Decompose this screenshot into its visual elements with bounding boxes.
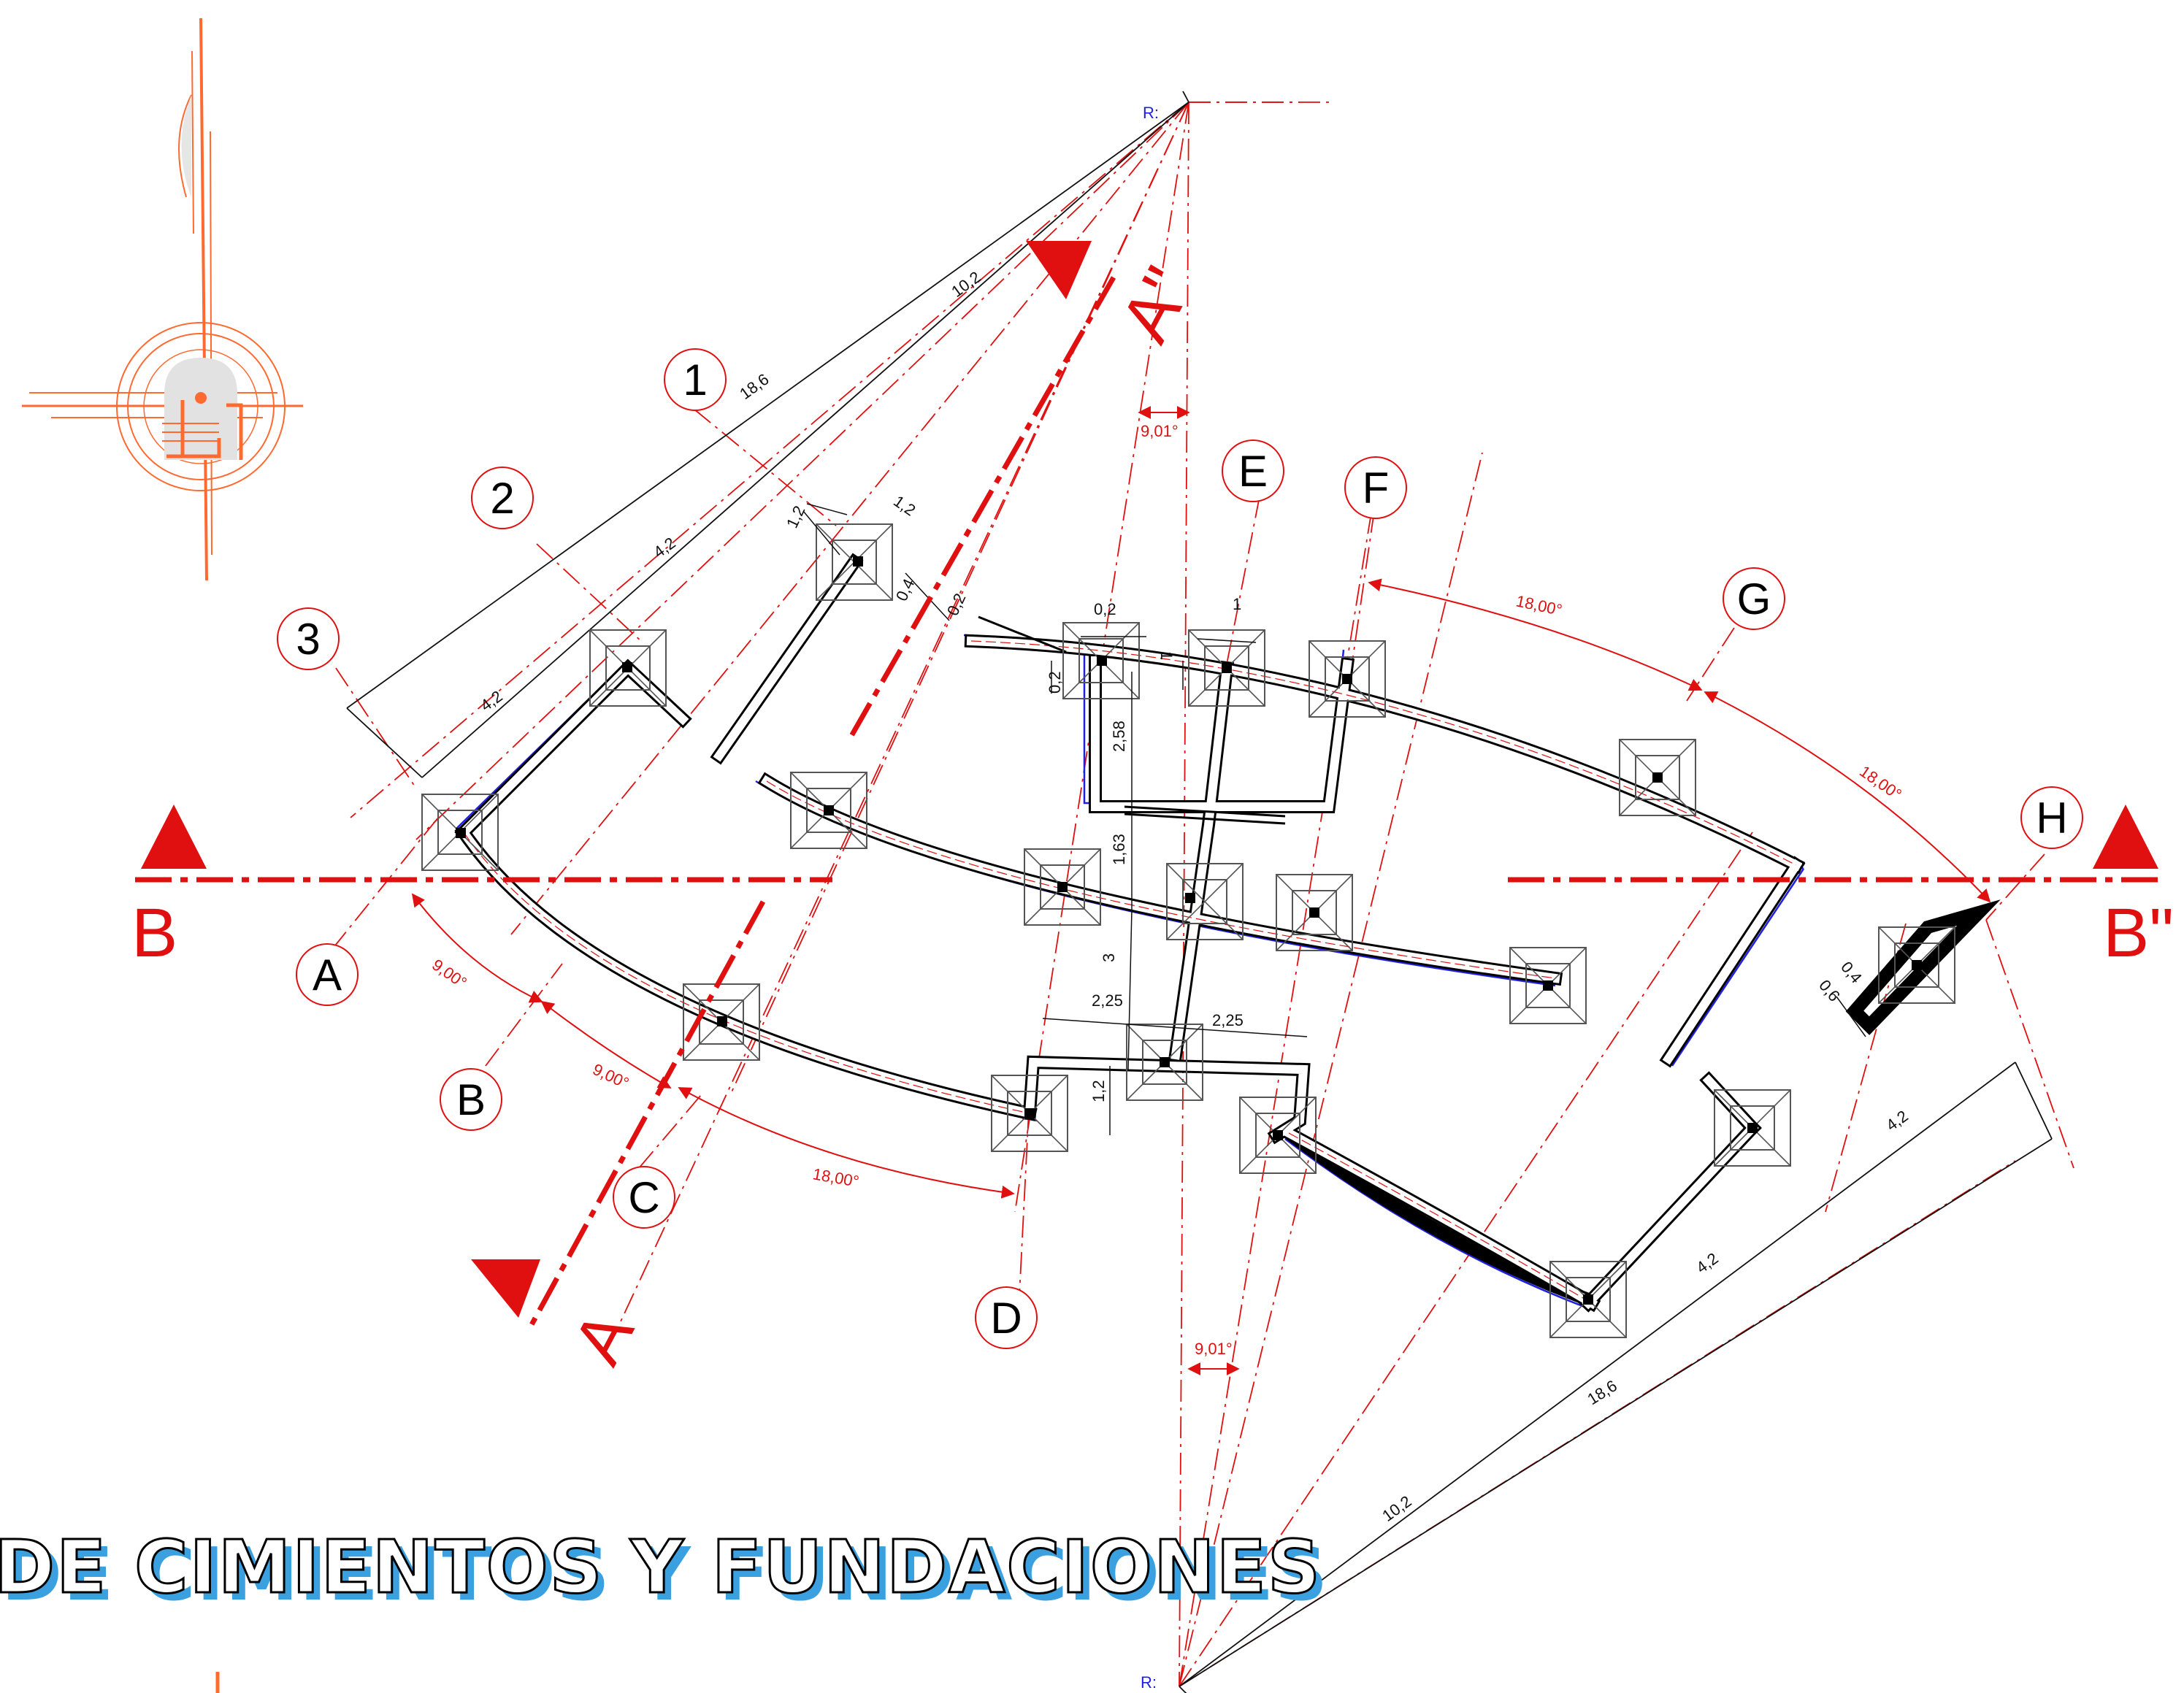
dim-w-225b: 2,25 — [1212, 1011, 1244, 1029]
section-label-b-end: B" — [2103, 894, 2174, 972]
dim-wall-04: 0,4 — [892, 576, 919, 604]
dim-radius-outer-bottom: 18,6 — [1584, 1376, 1620, 1408]
dim-col-02b: 0,2 — [1046, 671, 1064, 694]
center-label-bottom: R: — [1141, 1673, 1157, 1692]
section-label-b-start: B — [131, 894, 177, 972]
dim-corner-h: 1,2 — [783, 503, 809, 531]
axis-label-d: D — [990, 1294, 1022, 1343]
axis-label-b: B — [456, 1075, 486, 1124]
section-b-start-triangle-icon — [141, 805, 207, 869]
axis-label-h: H — [2036, 794, 2067, 842]
axis-label-3: 3 — [296, 615, 320, 664]
interior-dimension-lines — [802, 503, 1866, 1135]
foundation-walls — [454, 553, 2001, 1313]
axis-label-a: A — [313, 951, 342, 999]
axis-bubbles — [277, 348, 2083, 1349]
dim-h-3: 3 — [1100, 953, 1118, 962]
angle-arcs — [411, 406, 1991, 1375]
dim-seg-bot-2: 4,2 — [1693, 1249, 1721, 1277]
dim-radius-inner-top: 10,2 — [948, 268, 984, 301]
angle-fg: 18,00° — [1514, 591, 1564, 619]
columns — [456, 556, 1922, 1305]
section-b-end-triangle-icon — [2093, 805, 2158, 869]
axis-label-1: 1 — [683, 356, 707, 404]
axis-label-g: G — [1737, 575, 1771, 623]
dim-corner-w: 1,2 — [890, 492, 919, 520]
angle-gh: 18,00° — [1856, 762, 1905, 804]
axis-label-c: C — [628, 1173, 659, 1222]
radius-dimension-lines — [346, 91, 2053, 1693]
section-arrow-markers — [141, 241, 2158, 1318]
angle-bottom-offset: 9,01° — [1195, 1340, 1233, 1358]
angle-top-offset: 9,01° — [1141, 422, 1179, 440]
dim-radius-inner-bottom: 10,2 — [1379, 1492, 1414, 1525]
dim-col-02: 0,2 — [1094, 600, 1116, 618]
dim-w-225a: 2,25 — [1092, 991, 1123, 1010]
dim-radius-outer-top: 18,6 — [736, 370, 772, 403]
center-label-top: R: — [1143, 104, 1159, 122]
dim-h-04: 0,4 — [1837, 958, 1866, 987]
dim-h-163: 1,63 — [1110, 834, 1128, 865]
architecture-firm-logo — [22, 18, 303, 1693]
dim-seg-top-2: 4,2 — [477, 687, 505, 715]
dim-wall-02a: 0,2 — [943, 591, 970, 618]
section-a-start-triangle-icon — [471, 1259, 540, 1318]
axis-labels: 1 2 3 A B C D E F G H — [296, 356, 2067, 1343]
dim-h-258: 2,58 — [1110, 721, 1128, 752]
drawing-title: DE CIMIENTOS Y FUNDACIONES — [0, 1524, 1322, 1611]
axis-label-2: 2 — [490, 474, 514, 523]
angle-bc: 9,00° — [590, 1060, 632, 1092]
angle-cd: 18,00° — [811, 1164, 860, 1191]
dim-seg-top-1: 4,2 — [650, 534, 678, 561]
dim-seg-bot-1: 4,2 — [1882, 1107, 1911, 1135]
dim-h-12: 1,2 — [1089, 1080, 1108, 1102]
dim-e-small: 1 — [1157, 651, 1176, 660]
section-label-a-start: A — [559, 1299, 649, 1376]
axis-label-f: F — [1363, 464, 1390, 512]
section-a-end-triangle-icon — [1026, 241, 1092, 299]
angle-ab: 9,00° — [429, 956, 470, 992]
section-label-a-end: A" — [1106, 255, 1208, 353]
dim-e-width: 1 — [1233, 595, 1241, 613]
axis-label-e: E — [1238, 447, 1268, 496]
